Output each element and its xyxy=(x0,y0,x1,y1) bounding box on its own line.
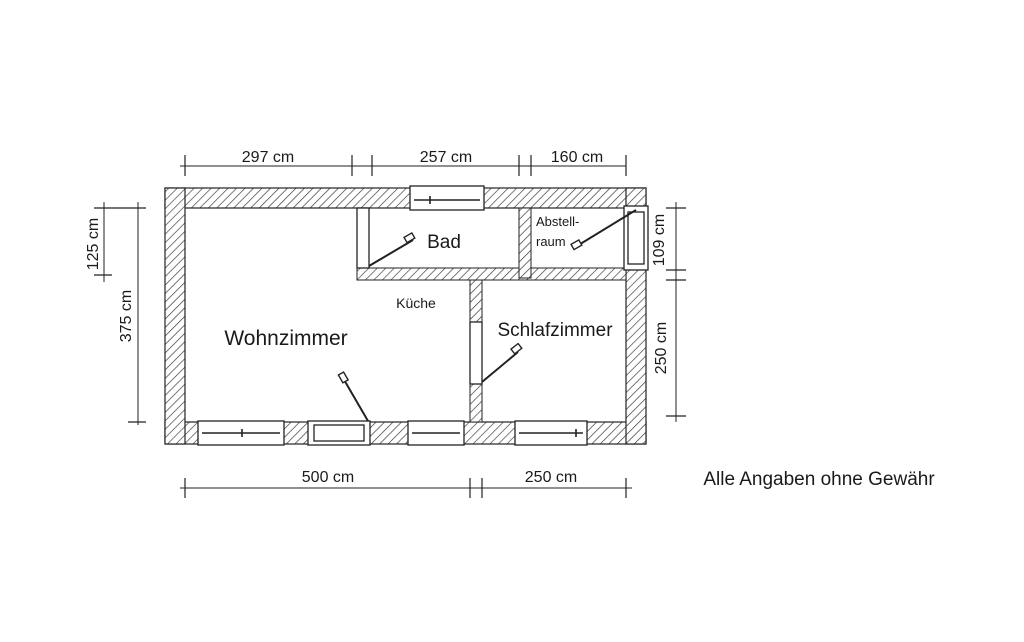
room-label-wohnzimmer: Wohnzimmer xyxy=(224,327,347,350)
wall-bath-storage xyxy=(518,207,532,279)
wall-top xyxy=(164,187,647,209)
dim-right-2: 250 cm xyxy=(653,322,670,374)
wall-left xyxy=(164,187,186,445)
room-label-abstellraum-2: raum xyxy=(536,234,566,249)
dim-top-2: 257 cm xyxy=(420,149,472,166)
window-top xyxy=(409,185,485,211)
room-label-abstellraum-1: Abstell- xyxy=(536,214,579,229)
doors xyxy=(337,207,637,422)
windows xyxy=(197,185,649,446)
window-bottom-3 xyxy=(407,420,465,446)
door-storage xyxy=(570,209,637,251)
room-label-bad: Bad xyxy=(427,232,461,253)
dim-top-3: 160 cm xyxy=(551,149,603,166)
room-label-kueche: Küche xyxy=(396,295,436,311)
door-entrance xyxy=(337,371,369,422)
window-bottom-4 xyxy=(514,420,588,446)
disclaimer: Alle Angaben ohne Gewähr xyxy=(703,469,935,490)
window-bottom-2 xyxy=(307,420,371,446)
room-label-schlafzimmer: Schlafzimmer xyxy=(497,320,613,341)
dim-left-1: 125 cm xyxy=(85,218,102,270)
door-bath xyxy=(356,207,416,269)
window-right xyxy=(623,205,649,271)
dim-right-1: 109 cm xyxy=(651,214,668,266)
dim-left-2: 375 cm xyxy=(118,290,135,342)
dim-top-1: 297 cm xyxy=(242,149,294,166)
dim-bottom-1: 500 cm xyxy=(302,469,354,486)
window-bottom-1 xyxy=(197,420,285,446)
dimension-lines xyxy=(94,155,686,498)
door-bedroom xyxy=(469,321,523,385)
dim-bottom-2: 250 cm xyxy=(525,469,577,486)
wall-bath-bottom xyxy=(356,267,627,281)
